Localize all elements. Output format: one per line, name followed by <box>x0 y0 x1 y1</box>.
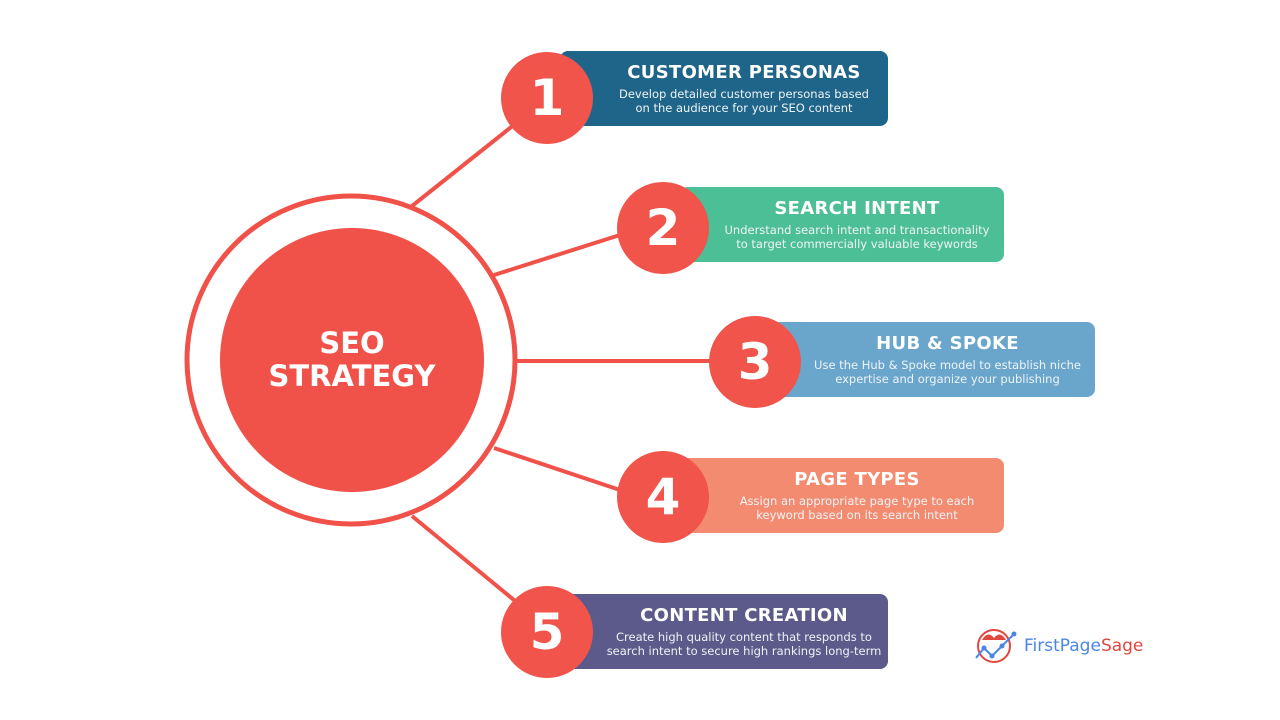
step-desc: on the audience for your SEO content <box>635 101 853 115</box>
step-title: SEARCH INTENT <box>774 198 940 219</box>
step-number-3: 3 <box>709 316 801 408</box>
step-desc: Create high quality content that respond… <box>616 630 872 644</box>
connector-2 <box>493 233 621 277</box>
step-desc: expertise and organize your publishing <box>835 372 1060 386</box>
step-title: PAGE TYPES <box>794 469 920 490</box>
step-desc: to target commercially valuable keywords <box>736 237 978 251</box>
step-desc: Develop detailed customer personas based <box>619 87 869 101</box>
step-title: HUB & SPOKE <box>876 333 1019 354</box>
step-desc: Understand search intent and transaction… <box>724 223 990 237</box>
logo-text-firstpage: FirstPage <box>1024 636 1101 656</box>
logo-text-sage: Sage <box>1100 636 1144 656</box>
step-desc: keyword based on its search intent <box>756 508 958 522</box>
step-card-2: SEARCH INTENT Understand search intent a… <box>680 187 1004 262</box>
step-number-2: 2 <box>617 182 709 274</box>
firstpagesage-logo: FirstPageSage <box>974 626 1143 666</box>
step-card-5: CONTENT CREATION Create high quality con… <box>560 594 888 669</box>
center-title-line2: STRATEGY <box>268 359 436 393</box>
connector-5 <box>410 514 522 607</box>
step-title: CUSTOMER PERSONAS <box>627 62 861 83</box>
step-desc: Use the Hub & Spoke model to establish n… <box>814 358 1081 372</box>
step-desc: search intent to secure high rankings lo… <box>606 644 882 658</box>
step-number-5: 5 <box>501 586 593 678</box>
connector-4 <box>493 446 621 492</box>
center-hub: SEO STRATEGY <box>220 228 484 492</box>
outer-ring <box>184 193 518 527</box>
step-title: CONTENT CREATION <box>640 605 848 626</box>
step-card-4: PAGE TYPES Assign an appropriate page ty… <box>680 458 1004 533</box>
step-card-3: HUB & SPOKE Use the Hub & Spoke model to… <box>770 322 1095 397</box>
center-title-line1: SEO <box>319 326 385 360</box>
step-desc: Assign an appropriate page type to each <box>739 494 975 508</box>
step-number-4: 4 <box>617 451 709 543</box>
step-number-1: 1 <box>501 52 593 144</box>
heart-chart-icon <box>975 629 1017 663</box>
step-card-1: CUSTOMER PERSONAS Develop detailed custo… <box>560 51 888 126</box>
connector-1 <box>410 118 522 208</box>
